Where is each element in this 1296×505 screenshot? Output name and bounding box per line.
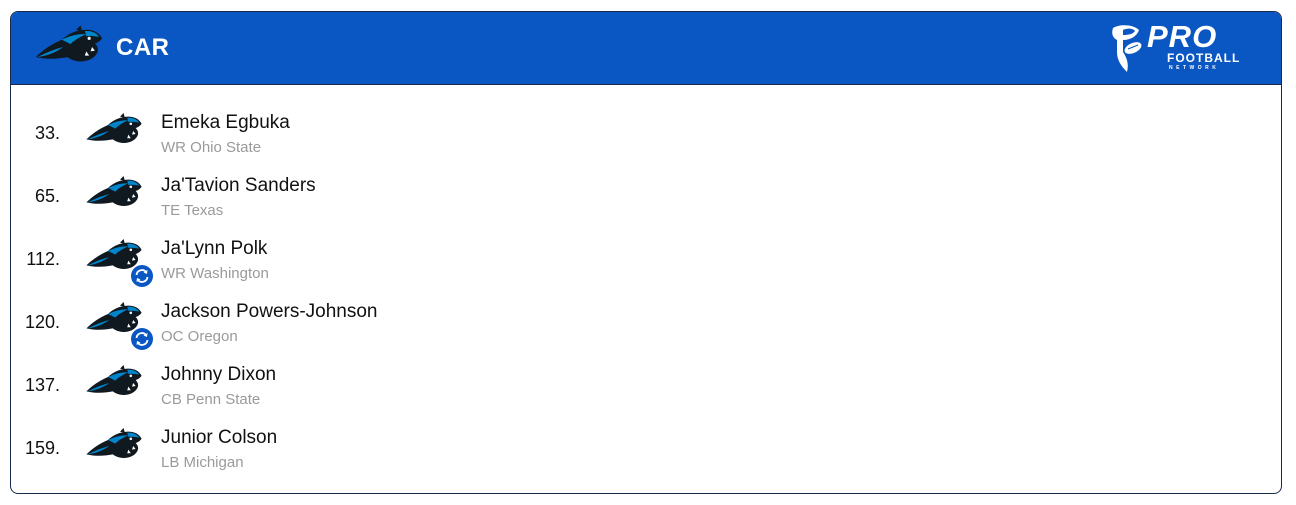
pick-row: 65. Ja'Tavion Sanders TE Texas (11, 171, 1281, 234)
brand-network-text: NETWORK (1169, 65, 1220, 71)
player-position-school: CB Penn State (161, 391, 261, 408)
pick-list: 33. Emeka Egbuka WR Ohio State 65. Ja'Ta… (11, 108, 1281, 486)
player-name: Ja'Tavion Sanders (161, 175, 316, 196)
pick-number: 159. (24, 438, 60, 458)
panther-logo-icon (84, 427, 144, 465)
panther-logo-icon (84, 112, 144, 150)
panther-logo-icon (84, 364, 144, 402)
pick-number: 112. (26, 249, 60, 269)
brand-pro-text: PRO (1147, 19, 1218, 54)
pfn-mark-icon (1112, 25, 1142, 72)
pick-number: 137. (24, 375, 60, 395)
trade-refresh-icon (131, 265, 153, 287)
pick-row: 137. Johnny Dixon CB Penn State (11, 360, 1281, 423)
pick-number: 65. (34, 186, 60, 206)
pro-football-network-logo[interactable]: PRO FOOTBALL NETWORK (1107, 20, 1257, 76)
pick-row: 33. Emeka Egbuka WR Ohio State (11, 108, 1281, 171)
team-header: CAR PRO FOOTBALL NETWORK (11, 12, 1281, 85)
player-position-school: OC Oregon (161, 328, 238, 345)
panther-logo-icon (84, 175, 144, 213)
pick-row: 120. Jackson Powers-Johnson OC Oregon (11, 297, 1281, 360)
pick-number: 120. (24, 312, 60, 332)
team-card: CAR PRO FOOTBALL NETWORK 33. Emeka Egbuk… (10, 11, 1282, 494)
panther-logo-icon (33, 24, 105, 70)
player-name: Ja'Lynn Polk (161, 238, 268, 259)
player-position-school: TE Texas (161, 202, 224, 219)
player-name: Jackson Powers-Johnson (161, 301, 378, 322)
player-name: Johnny Dixon (161, 364, 277, 385)
pick-number: 33. (34, 123, 60, 143)
trade-refresh-icon (131, 328, 153, 350)
player-position-school: LB Michigan (161, 454, 244, 471)
pick-row: 159. Junior Colson LB Michigan (11, 423, 1281, 486)
player-name: Junior Colson (161, 427, 278, 448)
player-position-school: WR Ohio State (161, 139, 262, 156)
brand-football-text: FOOTBALL (1167, 51, 1241, 65)
player-position-school: WR Washington (161, 265, 269, 282)
team-abbreviation: CAR (116, 34, 170, 61)
pick-row: 112. Ja'Lynn Polk WR Washington (11, 234, 1281, 297)
player-name: Emeka Egbuka (161, 112, 290, 133)
